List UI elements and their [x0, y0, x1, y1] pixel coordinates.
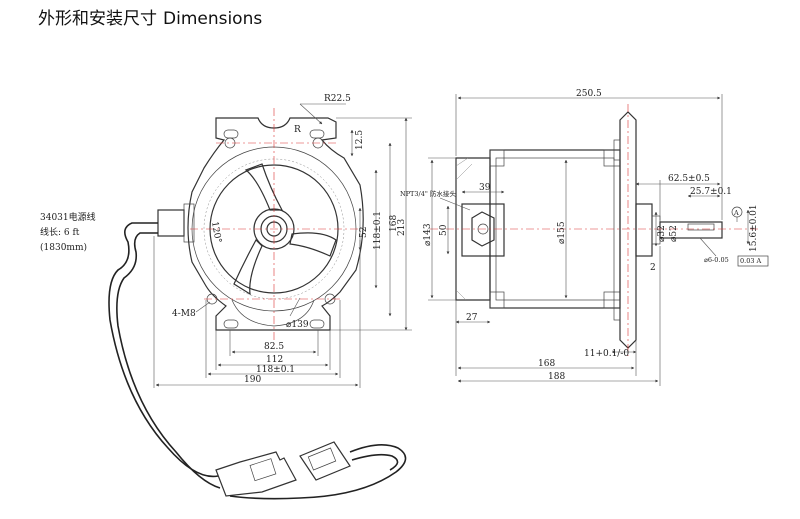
dim-2: 2	[650, 263, 656, 273]
side-gland	[461, 203, 505, 257]
dim-188: 188	[548, 372, 565, 382]
dim-r: R	[294, 125, 301, 135]
fan-blade	[233, 239, 263, 296]
dim-tol: 0.03 A	[740, 257, 762, 265]
front-dimensions: R22.5 R 12.5 52 118±0.1 168 213 120° 4-M…	[153, 94, 412, 388]
dim-190: 190	[244, 375, 261, 385]
dim-39: 39	[479, 183, 491, 193]
dim-datum: A	[733, 209, 739, 217]
dim-12-5: 12.5	[355, 130, 365, 150]
dim-27: 27	[466, 313, 478, 323]
dim-fitting: NPT3/4" 防水接头	[400, 189, 456, 198]
dim-32: ⌀32	[657, 225, 667, 242]
dim-118h: 118±0.1	[256, 365, 295, 375]
dim-112: 112	[266, 355, 283, 365]
cable-model: 34031电源线	[40, 211, 96, 223]
dim-168v: 168	[389, 215, 399, 232]
dim-155: ⌀155	[557, 221, 567, 244]
cable-labels: 34031电源线 线长: 6 ft (1830mm)	[40, 211, 96, 253]
fan-blade	[244, 163, 284, 211]
connector-left	[215, 451, 297, 497]
dim-52-side: ⌀52	[669, 225, 679, 242]
dim-50: 50	[439, 224, 449, 236]
side-view	[430, 104, 760, 356]
front-housing-outline	[187, 117, 364, 331]
dim-11: 11+0.1/-0	[584, 349, 629, 359]
dim-250-5: 250.5	[576, 89, 602, 99]
cable-length-mm: (1830mm)	[40, 242, 87, 253]
motor-shaft	[659, 221, 723, 239]
title-en: Dimensions	[163, 9, 263, 29]
side-dimensions: 250.5 NPT3/4" 防水接头 39 ⌀143 50 ⌀155 62.5±…	[400, 89, 769, 386]
bearing-boss	[635, 203, 653, 257]
dim-62-5: 62.5±0.5	[668, 174, 710, 184]
front-gland	[157, 209, 185, 237]
front-view	[157, 108, 364, 345]
dim-15-6: 15.6±0.01	[749, 204, 759, 252]
fan-blade	[289, 232, 337, 257]
dim-213: 213	[397, 219, 407, 236]
title-cn: 外形和安装尺寸	[38, 9, 157, 29]
dim-139: ⌀139	[286, 320, 309, 330]
cable-length: 线长: 6 ft	[40, 226, 80, 238]
dim-168: 168	[538, 359, 555, 369]
dim-143: ⌀143	[423, 223, 433, 246]
connector-right	[299, 441, 351, 481]
dim-angle: 120°	[209, 221, 223, 244]
dim-shaft: ⌀6-0.05	[704, 256, 729, 264]
dim-118v: 118±0.1	[373, 211, 383, 250]
dim-25-7: 25.7±0.1	[690, 187, 732, 197]
keyway	[687, 223, 715, 231]
tolerance-frame	[737, 255, 769, 267]
dim-4-m8: 4-M8	[172, 309, 196, 319]
dim-r22-5: R22.5	[324, 94, 351, 104]
dim-52: 52	[359, 227, 369, 238]
power-cable	[108, 222, 407, 500]
page-title: 外形和安装尺寸 Dimensions	[38, 4, 262, 29]
dim-82-5: 82.5	[264, 342, 284, 352]
